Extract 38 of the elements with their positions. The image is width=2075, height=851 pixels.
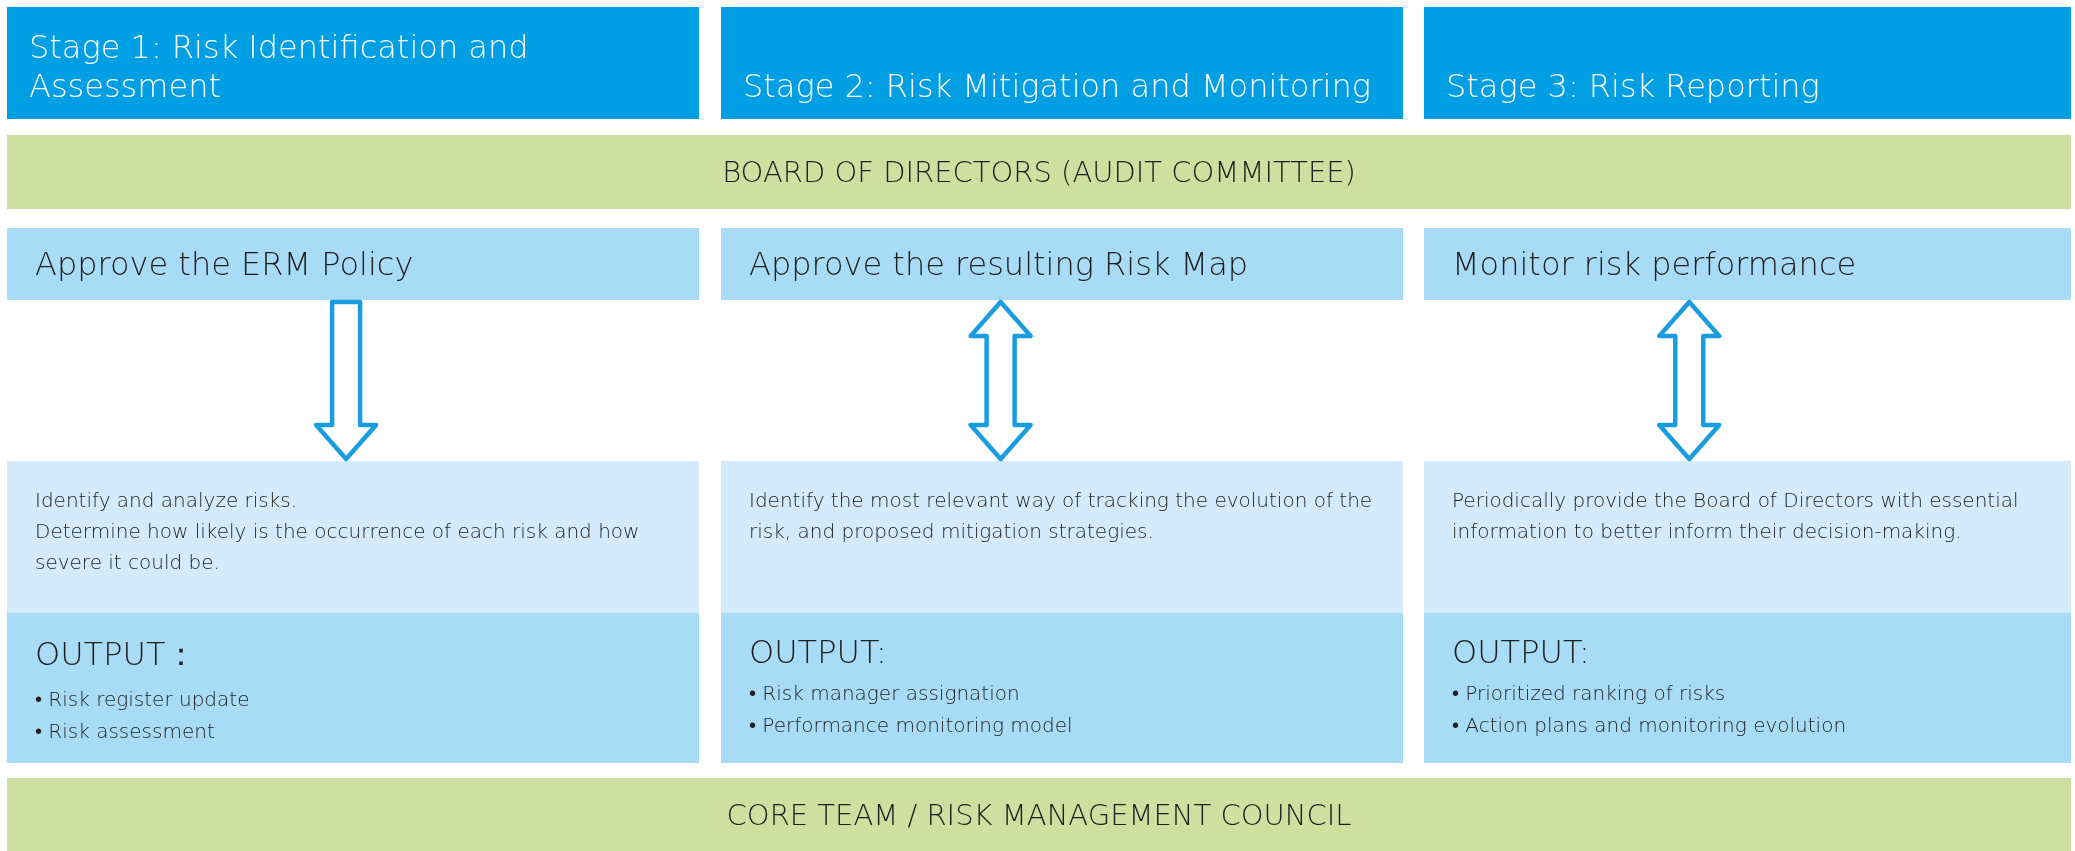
output-heading: OUTPUT: bbox=[749, 633, 888, 671]
action-box bbox=[721, 228, 1403, 300]
description-text: Determine how likely is the occurrence of each risk and how severe it could be. bbox=[35, 518, 641, 576]
list-item: • Action plans and monitoring evolution bbox=[1452, 712, 1848, 739]
list-item: • Performance monitoring model bbox=[749, 712, 1074, 739]
band-label: BOARD OF DIRECTORS (AUDIT COMMITTEE) bbox=[721, 155, 1357, 189]
description-text: Identify and analyze risks. bbox=[35, 487, 299, 514]
band-label: CORE TEAM / RISK MANAGEMENT COUNCIL bbox=[725, 797, 1353, 832]
stage-header bbox=[721, 7, 1403, 119]
double-block-arrow bbox=[1657, 299, 1722, 462]
output-heading: OUTPUT： bbox=[35, 634, 199, 675]
stage-title: Stage 2: Risk Mitigation and Monitoring bbox=[743, 66, 1372, 105]
output-box bbox=[7, 613, 699, 763]
description-text: Periodically provide the Board of Directors with essential information to better inform their decision-making. bbox=[1452, 487, 2020, 545]
description-text: Identify the most relevant way of tracking the evolution of the risk, and proposed mitigation strategies. bbox=[749, 487, 1374, 545]
output-heading: OUTPUT: bbox=[1452, 633, 1591, 671]
board-band bbox=[7, 135, 2071, 209]
list-item: • Prioritized ranking of risks bbox=[1452, 680, 1727, 707]
action-text: Approve the ERM Policy bbox=[35, 245, 415, 283]
output-box bbox=[721, 613, 1403, 763]
stage-header bbox=[7, 7, 699, 119]
action-box bbox=[7, 228, 699, 300]
block-arrow bbox=[313, 299, 379, 462]
stage-header bbox=[1424, 7, 2071, 119]
action-text: Monitor risk performance bbox=[1452, 245, 1858, 283]
description-box bbox=[721, 461, 1403, 613]
list-item: • Risk assessment bbox=[35, 718, 216, 745]
action-box bbox=[1424, 228, 2071, 300]
core-team-band bbox=[7, 778, 2071, 851]
stage-title: Stage 3: Risk Reporting bbox=[1446, 66, 1821, 105]
list-item: • Risk register update bbox=[35, 686, 251, 713]
output-box bbox=[1424, 613, 2071, 763]
description-box bbox=[7, 461, 699, 613]
list-item: • Risk manager assignation bbox=[749, 680, 1021, 707]
stage-title: Stage 1: Risk Identification and Assessment bbox=[29, 28, 530, 105]
action-text: Approve the resulting Risk Map bbox=[749, 245, 1250, 283]
description-box bbox=[1424, 461, 2071, 613]
double-block-arrow bbox=[968, 299, 1033, 462]
